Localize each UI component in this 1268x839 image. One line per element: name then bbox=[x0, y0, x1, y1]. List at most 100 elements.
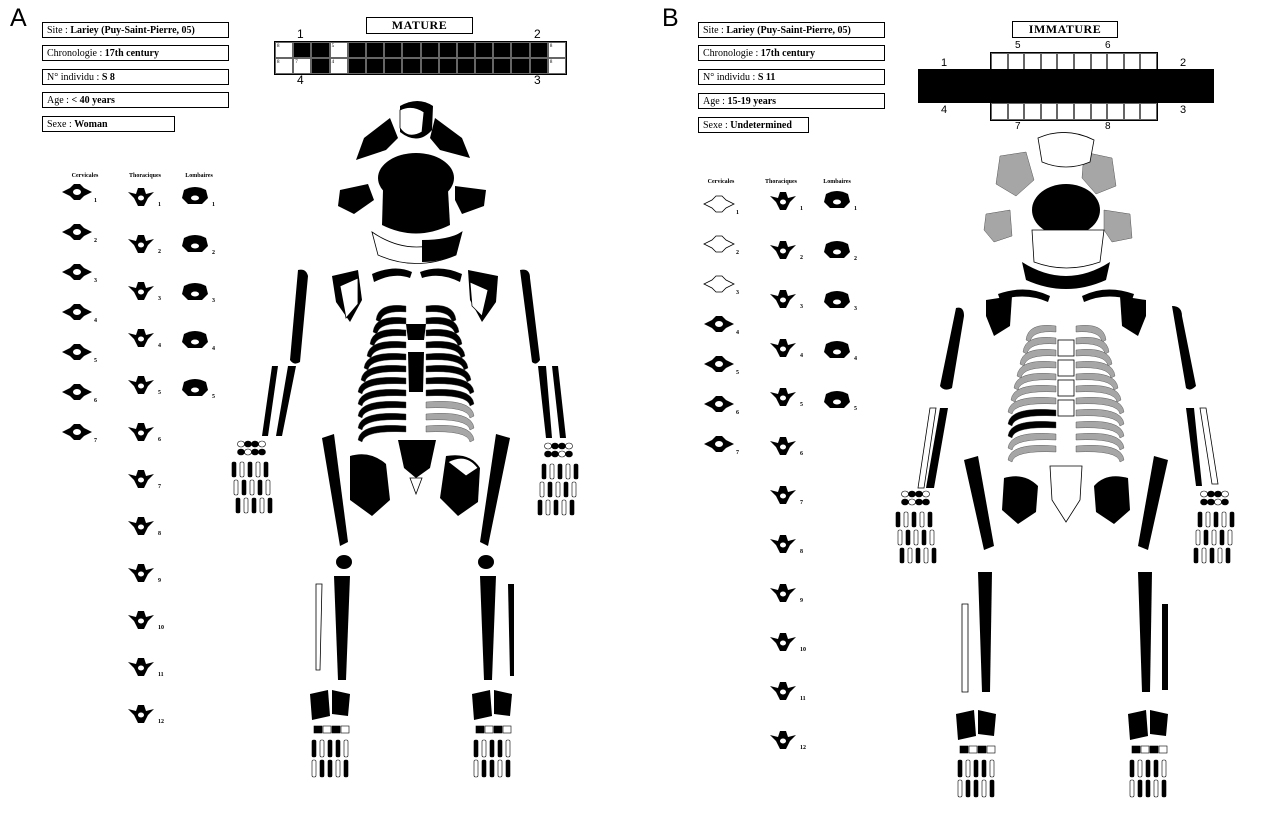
carpal bbox=[1201, 491, 1208, 497]
phalanx bbox=[250, 480, 254, 495]
phalanx bbox=[1204, 530, 1208, 545]
phalanx bbox=[900, 548, 904, 563]
carpal bbox=[238, 449, 245, 455]
phalanx bbox=[982, 780, 986, 797]
phalanx bbox=[506, 740, 510, 757]
phalanx bbox=[482, 740, 486, 757]
tarsal bbox=[1132, 746, 1140, 753]
phalanx bbox=[256, 462, 260, 477]
carpal bbox=[559, 451, 566, 457]
phalanx bbox=[1146, 780, 1150, 797]
phalanx bbox=[546, 500, 550, 515]
tarsal bbox=[503, 726, 511, 733]
phalanx bbox=[328, 760, 332, 777]
phalanx bbox=[922, 530, 926, 545]
phalanx bbox=[258, 480, 262, 495]
phalanx bbox=[236, 498, 240, 513]
carpal bbox=[552, 443, 559, 449]
phalanx bbox=[320, 760, 324, 777]
carpal bbox=[902, 499, 909, 505]
phalanx bbox=[982, 760, 986, 777]
carpal bbox=[552, 451, 559, 457]
phalanx bbox=[1228, 530, 1232, 545]
phalanx bbox=[474, 740, 478, 757]
phalanx bbox=[1196, 530, 1200, 545]
phalanx bbox=[248, 462, 252, 477]
carpal bbox=[923, 499, 930, 505]
phalanx bbox=[974, 780, 978, 797]
arms bbox=[918, 306, 1218, 488]
calcaneus bbox=[310, 690, 330, 720]
pelvis bbox=[1002, 466, 1130, 524]
panel-b: B Site : Lariey (Puy-Saint-Pierre, 05) C… bbox=[634, 0, 1268, 839]
phalanx bbox=[1230, 512, 1234, 527]
calcaneus bbox=[1128, 710, 1148, 740]
phalanx bbox=[920, 512, 924, 527]
phalanx bbox=[1198, 512, 1202, 527]
phalanx bbox=[1220, 530, 1224, 545]
phalanx bbox=[1202, 548, 1206, 563]
skeleton-diagram bbox=[634, 0, 1268, 839]
tarsal bbox=[978, 746, 986, 753]
phalanx bbox=[1138, 760, 1142, 777]
carpal bbox=[245, 441, 252, 447]
phalanx bbox=[554, 500, 558, 515]
phalanx bbox=[1130, 780, 1134, 797]
phalanx bbox=[1162, 780, 1166, 797]
phalanx bbox=[990, 780, 994, 797]
phalanx bbox=[928, 512, 932, 527]
phalanx bbox=[898, 530, 902, 545]
skull bbox=[984, 132, 1132, 289]
shoulder-girdle bbox=[986, 289, 1146, 336]
phalanx bbox=[1194, 548, 1198, 563]
phalanx bbox=[1130, 760, 1134, 777]
carpal bbox=[545, 443, 552, 449]
tarsal bbox=[485, 726, 493, 733]
phalanx bbox=[252, 498, 256, 513]
phalanx bbox=[1222, 512, 1226, 527]
carpal bbox=[1208, 499, 1215, 505]
phalanx bbox=[312, 740, 316, 757]
tarsal bbox=[987, 746, 995, 753]
sternum bbox=[1058, 340, 1074, 416]
shoulder-girdle bbox=[332, 268, 498, 322]
phalanx bbox=[896, 512, 900, 527]
phalanx bbox=[558, 464, 562, 479]
phalanx bbox=[908, 548, 912, 563]
phalanx bbox=[932, 548, 936, 563]
phalanx bbox=[556, 482, 560, 497]
tarsal bbox=[969, 746, 977, 753]
carpal bbox=[245, 449, 252, 455]
phalanx bbox=[572, 482, 576, 497]
carpal bbox=[238, 441, 245, 447]
panel-a: A Site : Lariey (Puy-Saint-Pierre, 05) C… bbox=[0, 0, 634, 839]
rib bbox=[1008, 445, 1056, 462]
phalanx bbox=[966, 780, 970, 797]
sternum bbox=[406, 324, 426, 392]
carpal bbox=[252, 441, 259, 447]
carpal bbox=[1201, 499, 1208, 505]
carpal bbox=[566, 443, 573, 449]
carpal bbox=[1222, 491, 1229, 497]
phalanx bbox=[1138, 780, 1142, 797]
phalanx bbox=[1226, 548, 1230, 563]
phalanx bbox=[930, 530, 934, 545]
tarsal bbox=[314, 726, 322, 733]
phalanx bbox=[244, 498, 248, 513]
phalanx bbox=[1218, 548, 1222, 563]
talus bbox=[978, 710, 996, 736]
calcaneus bbox=[472, 690, 492, 720]
carpal bbox=[902, 491, 909, 497]
phalanx bbox=[490, 740, 494, 757]
rib bbox=[1076, 445, 1124, 462]
phalanx bbox=[538, 500, 542, 515]
tarsal bbox=[1159, 746, 1167, 753]
feet bbox=[310, 690, 512, 777]
phalanx bbox=[916, 548, 920, 563]
phalanx bbox=[906, 530, 910, 545]
calcaneus bbox=[956, 710, 976, 740]
tarsal bbox=[1141, 746, 1149, 753]
phalanx bbox=[540, 482, 544, 497]
talus bbox=[332, 690, 350, 716]
phalanx bbox=[266, 480, 270, 495]
